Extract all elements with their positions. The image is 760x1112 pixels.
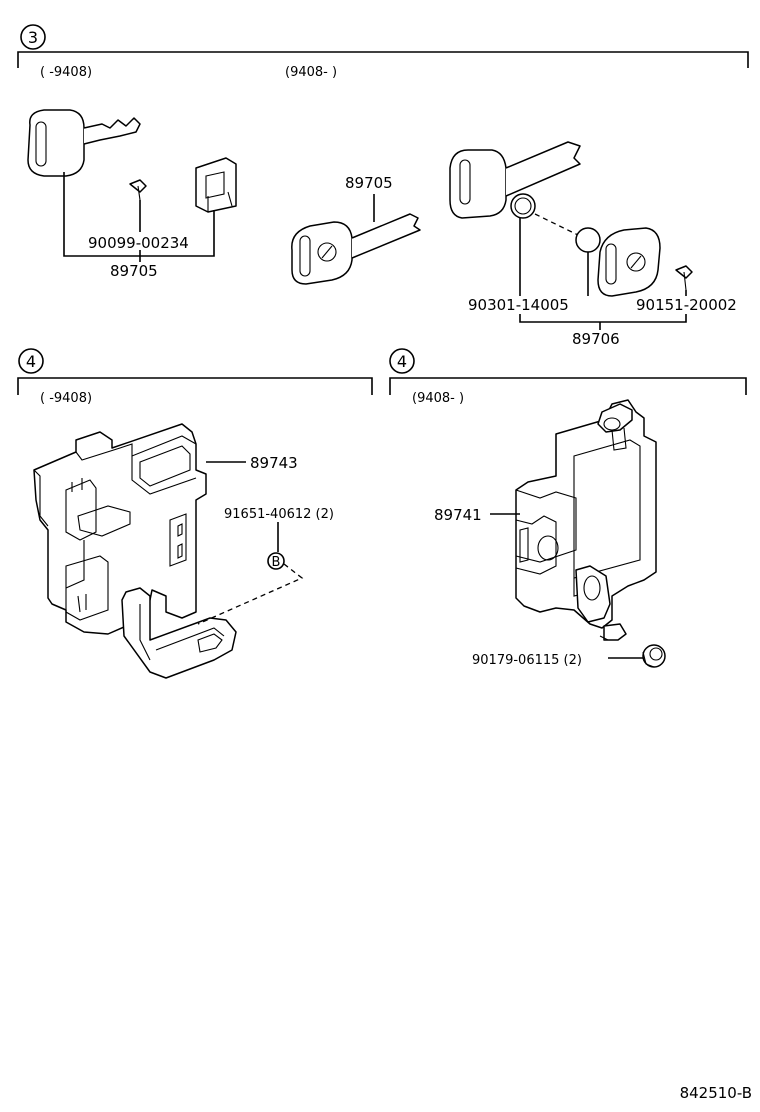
callout-key-assy-1: 89705 bbox=[110, 262, 158, 280]
callout-bracket-1: 89743 bbox=[250, 454, 298, 472]
key-1-drawing bbox=[27, 109, 141, 177]
ring-drawing bbox=[510, 193, 536, 219]
section-3-marker-circle bbox=[20, 24, 46, 50]
section-3-range-early: ( -9408) bbox=[40, 65, 92, 80]
ring-assembly-dashed-line bbox=[534, 213, 581, 237]
callout-screw-2: 90151-20002 bbox=[636, 296, 737, 314]
key-3-drawing bbox=[449, 141, 581, 219]
nut-drawing bbox=[642, 644, 666, 668]
screw-1-drawing bbox=[129, 179, 147, 201]
screw-2-drawing bbox=[675, 265, 693, 291]
section-4-left-header: 4 ( -9408) bbox=[17, 348, 373, 406]
callout-ring: 90301-14005 bbox=[468, 296, 569, 314]
bolt-1-dashed-line bbox=[197, 563, 304, 625]
section-3-number: 3 bbox=[28, 28, 38, 47]
section-4-right-range: (9408- ) bbox=[412, 391, 464, 406]
callout-bracket-2: 89741 bbox=[434, 506, 482, 524]
callout-bolt-1: 91651-40612 (2) bbox=[224, 507, 334, 522]
cap-drawing bbox=[575, 227, 601, 253]
section-4-left-number: 4 bbox=[26, 352, 36, 371]
clip-drawing bbox=[195, 157, 237, 213]
drawing-number: 842510-B bbox=[680, 1084, 752, 1102]
bracket-1-drawing bbox=[33, 423, 237, 679]
section-3-header: 3 ( -9408) (9408- ) bbox=[17, 24, 749, 80]
section-3-range-late: (9408- ) bbox=[285, 65, 337, 80]
bolt-marker-circle bbox=[267, 552, 285, 570]
key-2-drawing bbox=[291, 213, 421, 285]
bolt-marker-letter: B bbox=[272, 555, 281, 570]
callout-screw-1: 90099-00234 bbox=[88, 234, 189, 252]
callout-key-assy-3: 89706 bbox=[572, 330, 620, 348]
section-3-bracket-line bbox=[17, 51, 749, 68]
key-assy-3-bracket bbox=[519, 314, 687, 323]
callout-nut-1: 90179-06115 (2) bbox=[472, 653, 582, 668]
callout-key-assy-2: 89705 bbox=[345, 174, 393, 192]
key-assy-1-leader bbox=[63, 172, 215, 257]
key-3-head-drawing bbox=[597, 227, 661, 297]
bracket-2-drawing bbox=[515, 399, 657, 641]
section-4-left-range: ( -9408) bbox=[40, 391, 92, 406]
section-4-right-header: 4 (9408- ) bbox=[389, 348, 747, 406]
section-4-right-number: 4 bbox=[397, 352, 407, 371]
